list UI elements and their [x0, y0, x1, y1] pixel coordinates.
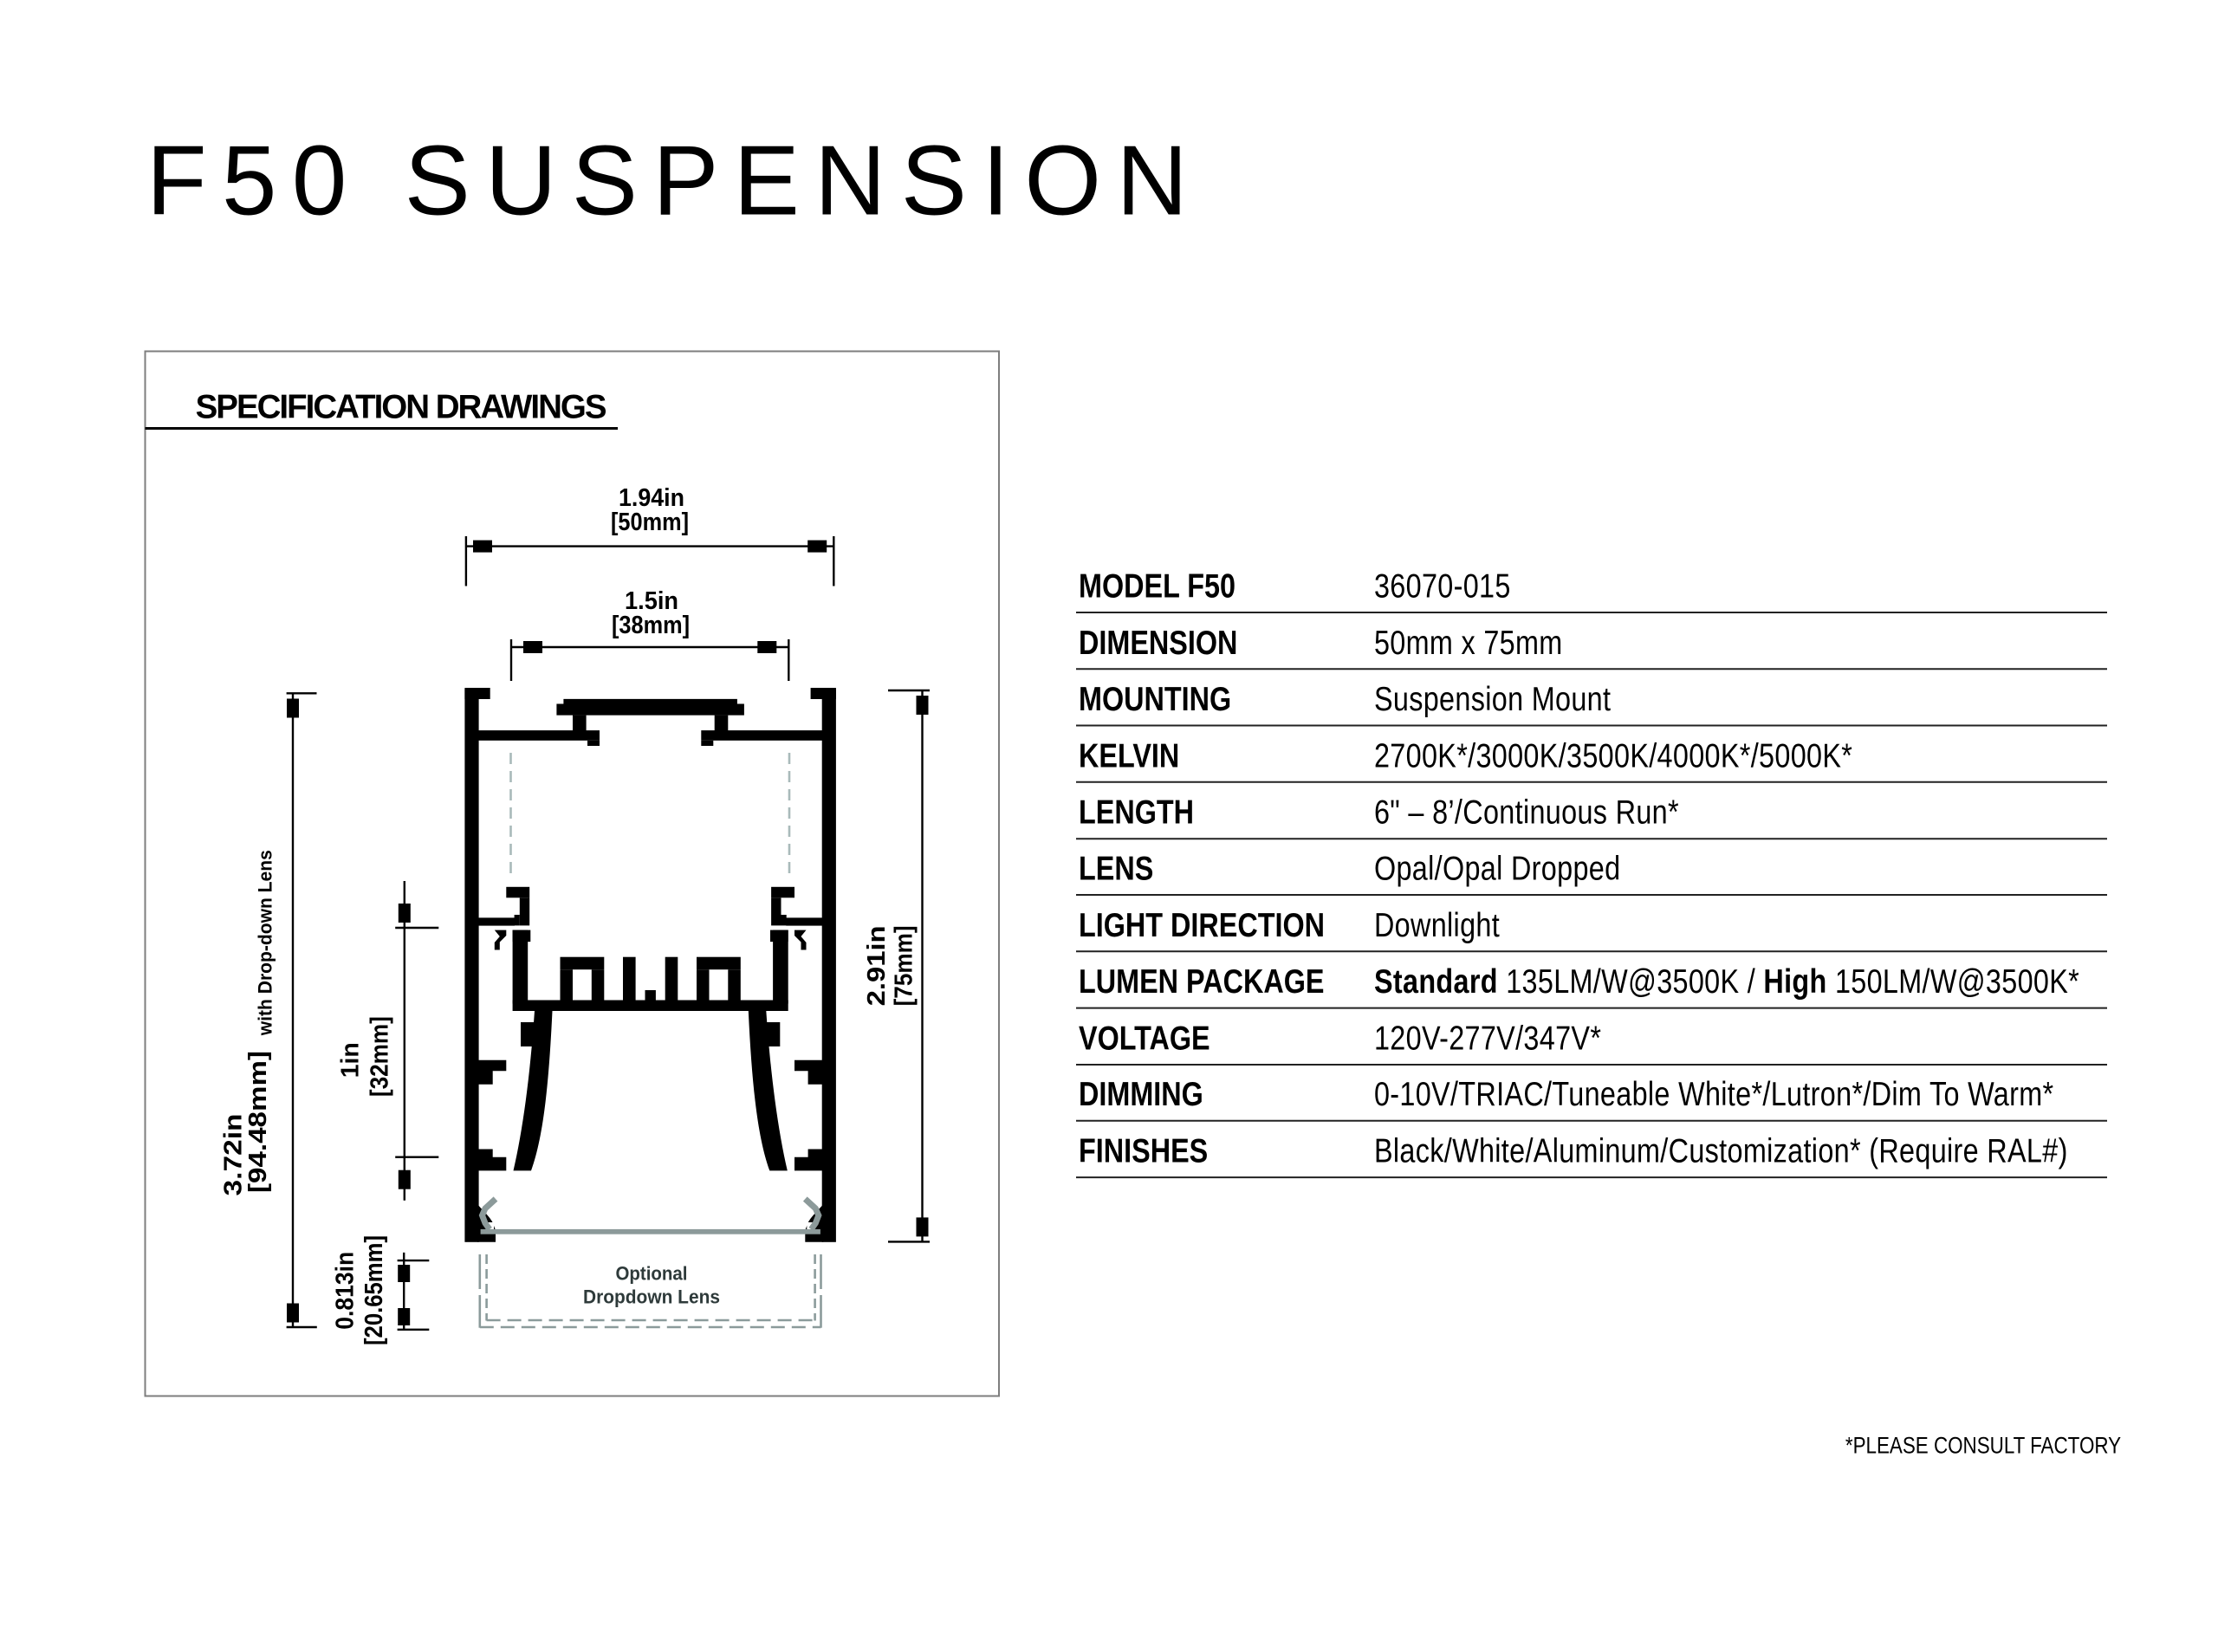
- svg-text:[20.65mm]: [20.65mm]: [360, 1235, 388, 1345]
- svg-text:1.5in: 1.5in: [625, 587, 678, 615]
- svg-text:2.91in: 2.91in: [863, 925, 891, 1006]
- svg-text:0-10V/TRIAC/Tuneable White*/Lu: 0-10V/TRIAC/Tuneable White*/Lutron*/Dim …: [1374, 1075, 2053, 1113]
- svg-text:1.94in: 1.94in: [619, 484, 684, 512]
- svg-text:[50mm]: [50mm]: [611, 509, 689, 536]
- svg-text:LENGTH: LENGTH: [1079, 794, 1194, 832]
- svg-text:DIMENSION: DIMENSION: [1079, 624, 1237, 662]
- svg-text:Downlight: Downlight: [1374, 906, 1500, 944]
- svg-text:[94.48mm]: [94.48mm]: [244, 1051, 272, 1193]
- svg-text:36070-015: 36070-015: [1374, 567, 1511, 606]
- svg-text:LENS: LENS: [1079, 850, 1153, 888]
- svg-text:LUMEN PACKAGE: LUMEN PACKAGE: [1079, 962, 1324, 1001]
- svg-text:SPECIFICATION DRAWINGS: SPECIFICATION DRAWINGS: [196, 389, 606, 426]
- svg-text:Black/White/Aluminum/Customiza: Black/White/Aluminum/Customization* (Req…: [1374, 1132, 2068, 1170]
- svg-text:120V-277V/347V*: 120V-277V/347V*: [1374, 1020, 1601, 1058]
- svg-text:KELVIN: KELVIN: [1079, 736, 1179, 774]
- svg-text:MOUNTING: MOUNTING: [1079, 680, 1231, 718]
- svg-text:with Drop-down Lens: with Drop-down Lens: [255, 850, 276, 1036]
- svg-text:F50 SUSPENSION: F50 SUSPENSION: [146, 126, 1203, 236]
- svg-text:[75mm]: [75mm]: [891, 925, 918, 1006]
- svg-text:FINISHES: FINISHES: [1079, 1132, 1208, 1170]
- svg-text:DIMMING: DIMMING: [1079, 1075, 1203, 1113]
- svg-text:Standard 135LM/W@3500K / High: Standard 135LM/W@3500K / High 150LM/W@35…: [1374, 962, 2079, 1001]
- svg-text:2700K*/3000K/3500K/4000K*/5000: 2700K*/3000K/3500K/4000K*/5000K*: [1374, 736, 1852, 774]
- svg-text:Suspension Mount: Suspension Mount: [1374, 680, 1611, 718]
- svg-text:[38mm]: [38mm]: [612, 612, 690, 639]
- svg-text:1in: 1in: [337, 1042, 365, 1078]
- svg-text:50mm x 75mm: 50mm x 75mm: [1374, 624, 1563, 662]
- svg-text:VOLTAGE: VOLTAGE: [1079, 1020, 1210, 1058]
- svg-text:6" – 8’/Continuous Run*: 6" – 8’/Continuous Run*: [1374, 794, 1679, 832]
- svg-text:*PLEASE CONSULT FACTORY: *PLEASE CONSULT FACTORY: [1845, 1434, 2121, 1459]
- svg-text:LIGHT DIRECTION: LIGHT DIRECTION: [1079, 906, 1325, 944]
- svg-text:[32mm]: [32mm]: [366, 1016, 394, 1097]
- svg-text:MODEL F50: MODEL F50: [1079, 567, 1235, 606]
- svg-text:Dropdown Lens: Dropdown Lens: [583, 1286, 720, 1308]
- svg-text:Optional: Optional: [616, 1263, 688, 1285]
- svg-text:Opal/Opal Dropped: Opal/Opal Dropped: [1374, 850, 1620, 888]
- svg-text:3.72in: 3.72in: [220, 1114, 248, 1196]
- svg-text:0.813in: 0.813in: [332, 1252, 360, 1330]
